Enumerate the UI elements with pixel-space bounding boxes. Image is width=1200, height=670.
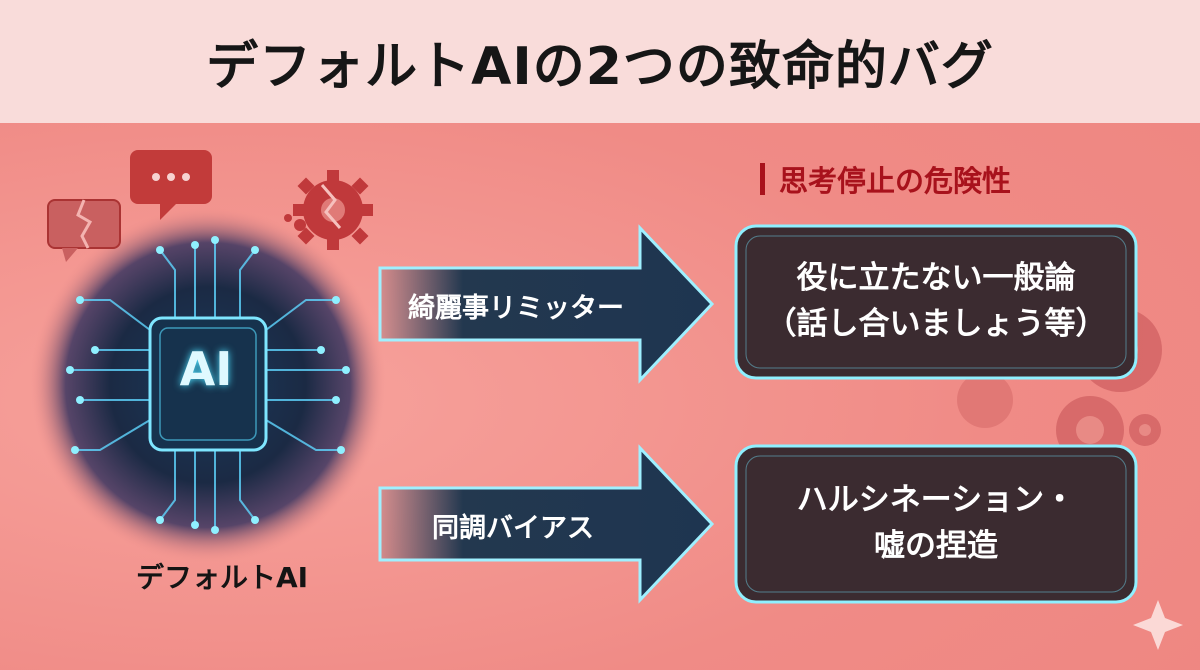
broken-chat-bubble-icon [47,199,121,262]
result-1-text: 役に立たない一般論 （話し合いましょう等） [736,255,1136,347]
arrow-2 [378,444,715,604]
ai-chip-label: AI [179,342,233,396]
page-title: デフォルトAIの2つの致命的バグ [206,37,994,97]
title-bar: デフォルトAIの2つの致命的バグ [0,0,1200,123]
circuit-lines [70,240,346,530]
result-2-text: ハルシネーション・ 嘘の捏造 [736,477,1136,569]
heading-bar [760,163,765,195]
arrow-1 [378,224,715,384]
result-box-1 [734,224,1138,380]
ai-chip [148,316,268,452]
result-box-2 [734,444,1138,604]
result-2-line-1: ハルシネーション・ [796,482,1076,518]
result-1-line-2: （話し合いましょう等） [765,306,1107,342]
danger-heading-text: 思考停止の危険性 [779,164,1012,198]
circuit-nodes [66,236,350,534]
broken-gear-icon [284,170,373,250]
arrow-2-label: 同調バイアス [432,513,594,544]
sparkle-icon [1133,600,1183,650]
chat-bubble-icon [130,150,212,220]
danger-heading: 思考停止の危険性 [760,158,1011,200]
result-1-line-1: 役に立たない一般論 [796,260,1076,296]
ai-caption: デフォルトAI [135,561,309,594]
result-2-line-2: 嘘の捏造 [874,528,998,564]
arrow-1-label: 綺麗事リミッター [408,293,624,324]
